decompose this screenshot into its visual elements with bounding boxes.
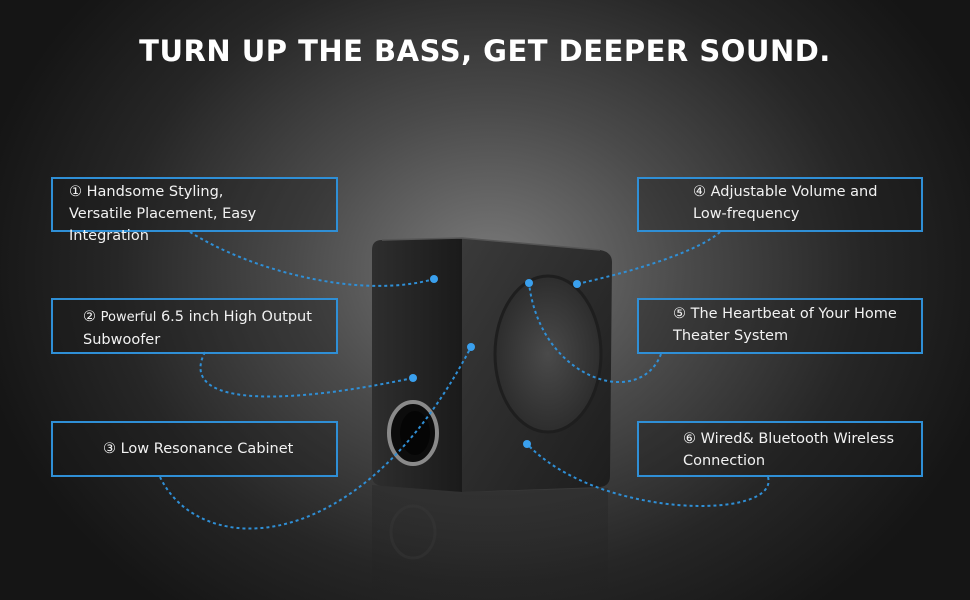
headline: TURN UP THE BASS, GET DEEPER SOUND. xyxy=(139,34,831,68)
connector-lines xyxy=(159,231,770,530)
feature-callout-cabinet: ③ Low Resonance Cabinet xyxy=(51,421,338,477)
feature-line: ⑤ The Heartbeat of Your Home xyxy=(673,306,897,322)
feature-line: Theater System xyxy=(673,328,789,344)
feature-callout-subwoofer: ② Powerful 6.5 inch High Output Subwoofe… xyxy=(51,298,338,354)
feature-marker: ② xyxy=(83,309,96,325)
feature-line: Connection xyxy=(683,453,766,469)
feature-line: ④ Adjustable Volume and xyxy=(693,184,878,200)
feature-line-small: Powerful xyxy=(100,310,157,325)
feature-line: ① Handsome Styling, xyxy=(69,184,224,200)
feature-callout-connection: ⑥ Wired& Bluetooth Wireless Connection xyxy=(637,421,923,477)
feature-callout-styling: ① Handsome Styling, Versatile Placement,… xyxy=(51,177,338,244)
feature-callout-volume: ④ Adjustable Volume and Low-frequency xyxy=(637,177,923,232)
feature-line: 6.5 inch High Output xyxy=(160,309,312,325)
feature-line: ⑥ Wired& Bluetooth Wireless xyxy=(683,431,895,447)
hotspot-dots xyxy=(409,275,581,448)
cabinet-top-edge xyxy=(381,237,601,251)
woofer-grille xyxy=(493,274,603,434)
feature-line: Subwoofer xyxy=(83,332,161,348)
feature-line: ③ Low Resonance Cabinet xyxy=(103,441,294,457)
feature-callout-theater: ⑤ The Heartbeat of Your Home Theater Sys… xyxy=(637,298,923,354)
floor-reflection xyxy=(372,485,608,598)
feature-line: Low-frequency xyxy=(693,206,800,222)
feature-line: Versatile Placement, Easy Integration xyxy=(69,206,257,244)
port-reflection xyxy=(389,504,437,560)
